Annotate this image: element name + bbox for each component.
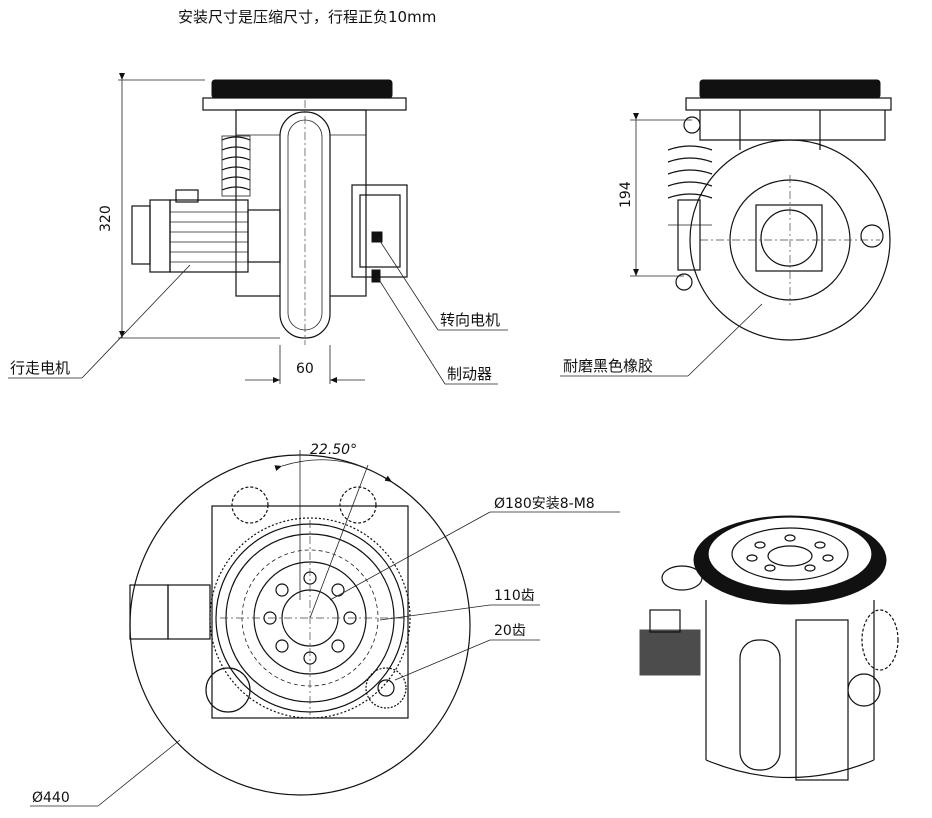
dim-width: 60 bbox=[296, 361, 314, 377]
motor-terminal bbox=[371, 231, 383, 243]
suspension-spring bbox=[221, 135, 251, 197]
installation-note: 安装尺寸是压缩尺寸，行程正负10mm bbox=[178, 8, 436, 26]
side-motor-flange bbox=[755, 204, 823, 272]
mounting-plate bbox=[202, 97, 407, 111]
side-view: 194 耐磨黑色橡胶 bbox=[560, 79, 892, 377]
iso-steering-motor bbox=[795, 619, 849, 781]
spring-top-left bbox=[231, 486, 269, 524]
drive-motor bbox=[131, 189, 281, 273]
label-gear-large: 110齿 bbox=[494, 588, 535, 604]
label-brake: 制动器 bbox=[447, 365, 492, 383]
isometric-view bbox=[639, 515, 899, 781]
top-drive-motor-end bbox=[129, 584, 169, 640]
top-bearing-housing bbox=[205, 667, 251, 713]
label-rubber: 耐磨黑色橡胶 bbox=[563, 357, 653, 375]
label-outer-diameter: Ø440 bbox=[32, 790, 70, 806]
slewing-ring-top bbox=[211, 79, 393, 99]
label-steering-motor: 转向电机 bbox=[440, 311, 500, 329]
iso-wheel bbox=[739, 639, 781, 771]
side-spring bbox=[667, 145, 713, 291]
top-view: 22.50° Ø180安装8-M8 110齿 20齿 Ø440 bbox=[30, 442, 620, 807]
iso-drive-motor bbox=[639, 629, 701, 676]
dim-spring: 194 bbox=[618, 181, 634, 208]
label-bolt-circle: Ø180安装8-M8 bbox=[494, 496, 595, 512]
dim-height: 320 bbox=[98, 205, 114, 232]
side-slewing-ring bbox=[699, 79, 881, 99]
gear-small-20 bbox=[365, 667, 407, 709]
spring-top-right bbox=[339, 486, 377, 524]
iso-spring bbox=[861, 609, 899, 671]
dim-angle: 22.50° bbox=[310, 442, 357, 458]
label-gear-small: 20齿 bbox=[494, 623, 526, 639]
side-wheel-outer bbox=[689, 139, 891, 341]
iso-bolt-holes bbox=[746, 534, 834, 572]
iso-mount-ear bbox=[661, 565, 703, 591]
brake-block bbox=[371, 269, 381, 283]
label-drive-motor: 行走电机 bbox=[10, 359, 70, 377]
front-view: 320 60 行走电机 转向电机 制动器 bbox=[8, 73, 508, 385]
